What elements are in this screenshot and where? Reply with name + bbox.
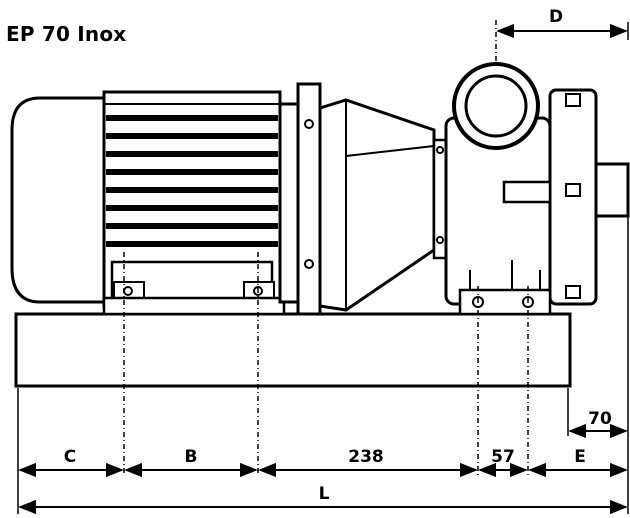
dim-label-e: E — [574, 447, 586, 467]
dim-label-238: 238 — [348, 447, 384, 467]
center-lines — [123, 20, 529, 476]
cooling-fins — [106, 115, 278, 247]
page-title: EP 70 Inox — [6, 22, 127, 46]
dim-label-l: L — [319, 484, 330, 504]
extension-lines — [17, 22, 629, 514]
dim-label-b: B — [185, 447, 198, 467]
dim-label-c: C — [64, 447, 76, 467]
motor — [10, 90, 286, 316]
pump-head — [444, 62, 630, 316]
dim-label-d: D — [549, 7, 563, 27]
dim-label-70: 70 — [588, 409, 612, 429]
dimension-lines — [18, 23, 628, 515]
dim-label-57: 57 — [491, 447, 515, 467]
lantern-bracket — [278, 82, 448, 316]
base-plate — [14, 312, 572, 388]
